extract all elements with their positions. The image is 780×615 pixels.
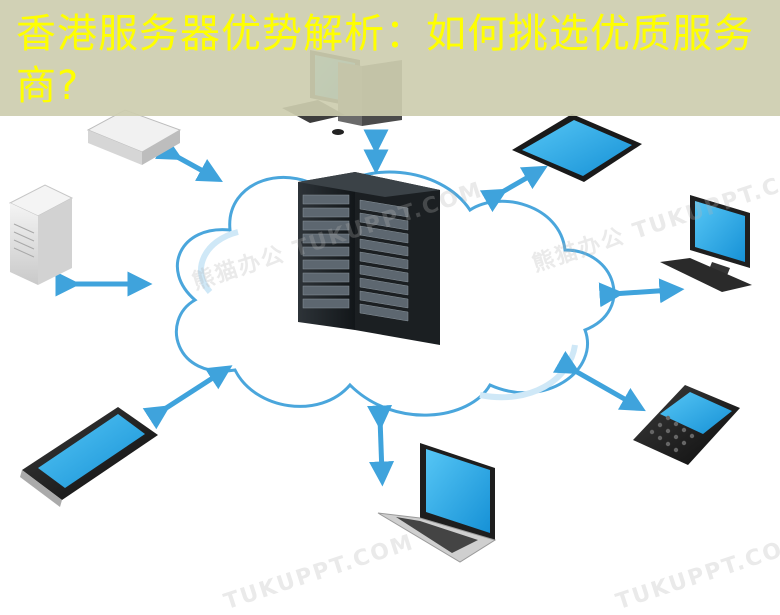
- tablet-icon: [512, 114, 642, 182]
- page-title: 香港服务器优势解析：如何挑选优质服务商?: [16, 11, 754, 109]
- rack-server-box-icon: [86, 109, 182, 165]
- blackberry-phone-icon: [633, 385, 740, 465]
- tower-server-icon: [8, 184, 74, 285]
- smartphone-icon: [20, 407, 158, 507]
- title-banner: 香港服务器优势解析：如何挑选优质服务商?: [0, 0, 780, 116]
- server-rack-icon: [298, 172, 440, 345]
- laptop-icon: [377, 443, 497, 563]
- monitor-keyboard-icon: [660, 195, 752, 292]
- connection-arrows: [55, 129, 685, 487]
- network-diagram-illustration: [8, 50, 752, 563]
